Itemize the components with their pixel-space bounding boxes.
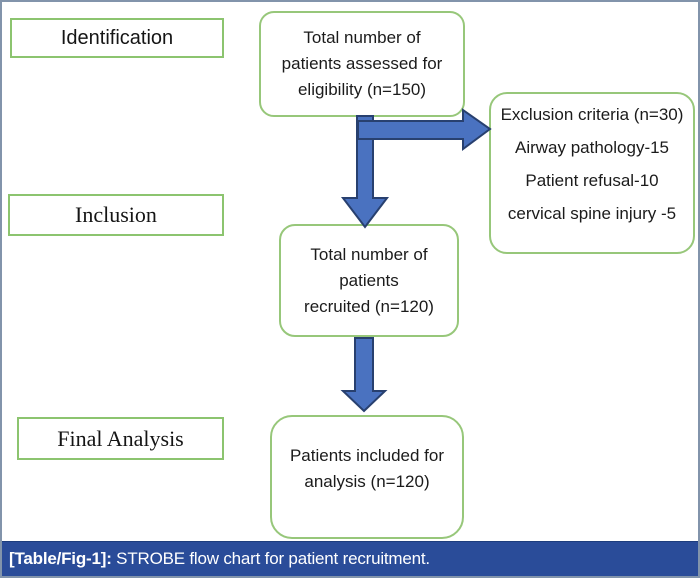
flow-box-assessed-eligibility: Total number of patients assessed for el…: [259, 11, 465, 117]
stage-label-inclusion: Inclusion: [75, 202, 157, 227]
flow-box-text-line: patients assessed for: [281, 54, 443, 73]
flow-box-text-line: Exclusion criteria (n=30): [500, 105, 684, 124]
stage-label-identification: Identification: [60, 26, 174, 49]
stage-box-inclusion: Inclusion: [8, 194, 224, 236]
stage-box-final-analysis: Final Analysis: [17, 417, 224, 460]
flow-box-text-line: eligibility (n=150): [297, 80, 427, 99]
flow-box-text-line: analysis (n=120): [304, 472, 430, 491]
stage-label-final-analysis: Final Analysis: [57, 425, 184, 451]
flow-box-text-line: patients: [339, 270, 399, 290]
arrow-down-icon: [340, 115, 390, 229]
flow-box-included-for-analysis: Patients included for analysis (n=120): [270, 415, 464, 539]
flow-box-text-line: Total number of: [303, 28, 421, 47]
figure-caption-bar: [Table/Fig-1]: STROBE flow chart for pat…: [2, 541, 698, 576]
flow-box-text-line: Patient refusal-10: [525, 171, 659, 190]
flow-box-text-line: Patients included for: [289, 446, 445, 465]
flow-box-recruited: Total number of patients recruited (n=12…: [279, 224, 459, 337]
flow-box-text-line: cervical spine injury -5: [507, 204, 677, 223]
figure-caption-tag: [Table/Fig-1]:: [9, 549, 112, 568]
stage-box-identification: Identification: [10, 18, 224, 58]
flow-box-text-line: Airway pathology-15: [514, 138, 670, 157]
flow-box-text-line: Total number of: [310, 244, 428, 264]
arrow-down-icon: [340, 337, 388, 413]
flow-box-exclusion-criteria: Exclusion criteria (n=30) Airway patholo…: [489, 92, 695, 254]
figure-caption-text: STROBE flow chart for patient recruitmen…: [111, 549, 430, 568]
flow-box-text-line: recruited (n=120): [304, 296, 434, 316]
